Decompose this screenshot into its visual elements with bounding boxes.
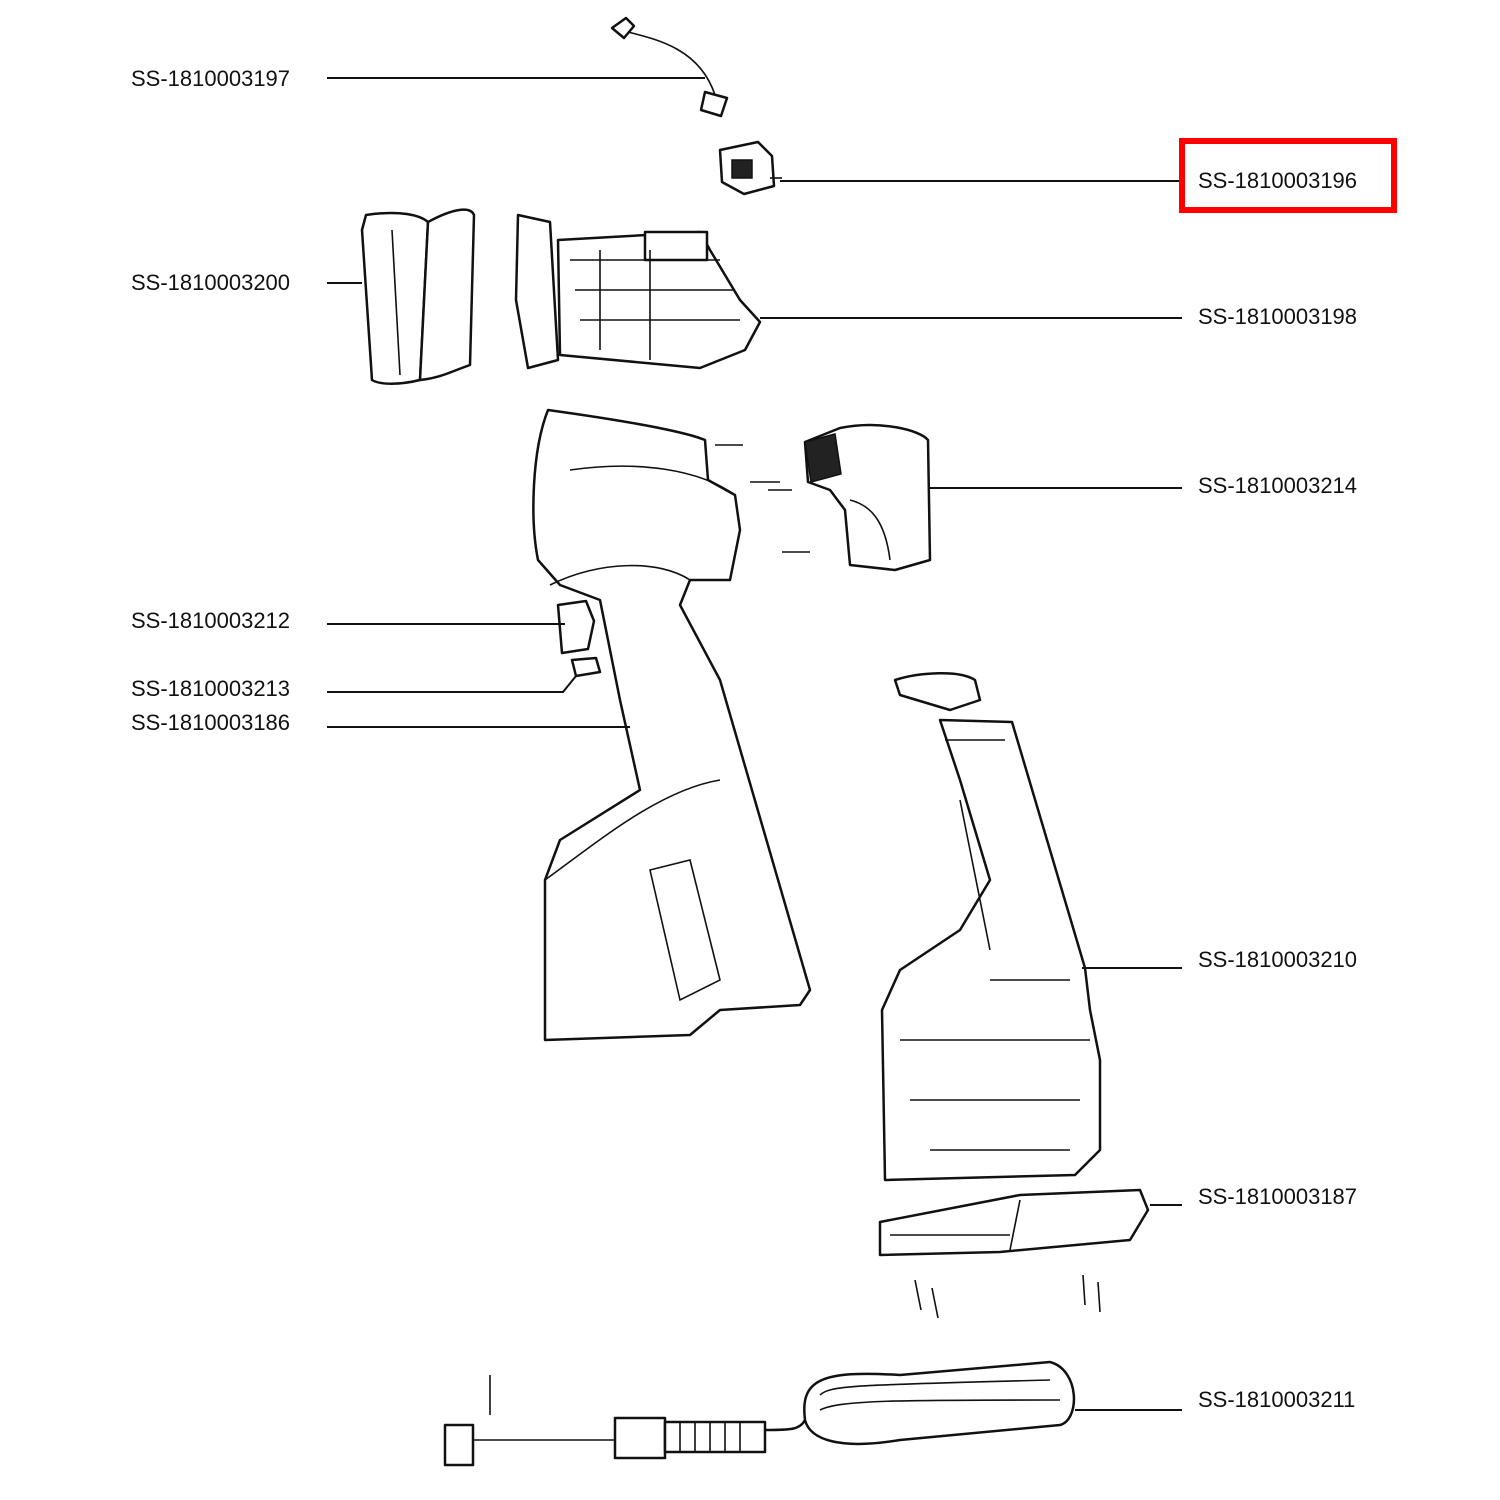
part-connector[interactable] xyxy=(718,140,782,196)
part-soleplate[interactable] xyxy=(360,208,476,385)
part-label-3196-highlighted[interactable]: SS-1810003196 xyxy=(1198,168,1357,193)
part-small-button[interactable] xyxy=(570,656,602,678)
part-power-cord[interactable] xyxy=(443,1360,1076,1467)
part-internal-cable[interactable] xyxy=(610,16,729,118)
part-label-3211[interactable]: SS-1810003211 xyxy=(1198,1387,1355,1412)
screws-upper xyxy=(715,444,810,553)
part-pump-assembly[interactable] xyxy=(880,672,1102,1182)
part-housing[interactable] xyxy=(532,408,812,1042)
highlight-box xyxy=(1179,138,1397,213)
part-label-3214[interactable]: SS-1810003214 xyxy=(1198,473,1357,498)
part-label-3197[interactable]: SS-1810003197 xyxy=(131,66,290,91)
part-label-3212[interactable]: SS-1810003212 xyxy=(131,608,290,633)
part-label-3200[interactable]: SS-1810003200 xyxy=(131,270,290,295)
part-button[interactable] xyxy=(556,599,596,655)
part-label-3210[interactable]: SS-1810003210 xyxy=(1198,947,1357,972)
part-cover[interactable] xyxy=(803,423,932,572)
screws-lower xyxy=(914,1274,1101,1319)
part-heating-unit[interactable] xyxy=(514,213,762,370)
part-base-plate[interactable] xyxy=(878,1188,1150,1257)
part-label-3213[interactable]: SS-1810003213 xyxy=(131,676,290,701)
part-label-3186[interactable]: SS-1810003186 xyxy=(131,710,290,735)
part-label-3187[interactable]: SS-1810003187 xyxy=(1198,1184,1357,1209)
part-label-3198[interactable]: SS-1810003198 xyxy=(1198,304,1357,329)
leader-lines xyxy=(327,77,1182,1411)
